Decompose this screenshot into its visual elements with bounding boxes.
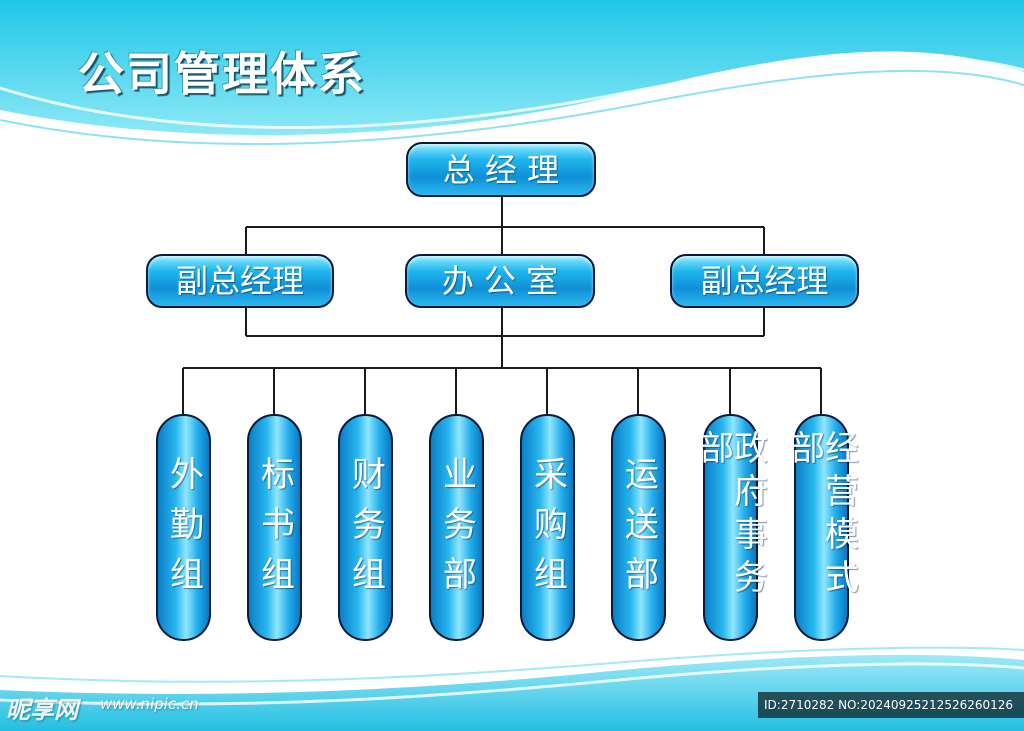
dept-node-1-label: 外勤组 bbox=[163, 456, 204, 606]
node-office: 办 公 室 bbox=[405, 254, 595, 308]
dept-node-2: 标书组 bbox=[247, 414, 302, 641]
dept-node-8-label: 经营模式部 bbox=[784, 430, 859, 602]
dept-node-2-label: 标书组 bbox=[254, 456, 295, 606]
node-office-label: 办 公 室 bbox=[441, 262, 559, 300]
node-deputy-manager-right-label: 副总经理 bbox=[700, 262, 829, 300]
node-deputy-manager-right: 副总经理 bbox=[670, 254, 859, 308]
dept-node-6-label: 运送部 bbox=[618, 456, 659, 606]
node-general-manager: 总 经 理 bbox=[406, 142, 596, 197]
dept-node-7: 政府事务部 bbox=[694, 414, 768, 641]
dept-node-4-label: 业务部 bbox=[436, 456, 477, 606]
node-general-manager-label: 总 经 理 bbox=[442, 150, 560, 189]
dept-node-8: 经营模式部 bbox=[785, 414, 859, 641]
dept-node-1: 外勤组 bbox=[156, 414, 211, 641]
node-deputy-manager-left: 副总经理 bbox=[146, 254, 334, 308]
node-deputy-manager-left-label: 副总经理 bbox=[175, 262, 304, 300]
dept-node-5-label: 采购组 bbox=[527, 456, 568, 606]
dept-node-5: 采购组 bbox=[520, 414, 575, 641]
dept-node-6: 运送部 bbox=[611, 414, 666, 641]
dept-node-3: 财务组 bbox=[338, 414, 393, 641]
page-title: 公司管理体系 bbox=[78, 47, 366, 101]
dept-node-3-label: 财务组 bbox=[345, 456, 386, 606]
dept-node-4: 业务部 bbox=[429, 414, 484, 641]
dept-node-7-label: 政府事务部 bbox=[693, 430, 768, 602]
connector-lines bbox=[182, 197, 822, 414]
watermark-url: www.nipic.cn bbox=[100, 695, 199, 713]
image-id-bar: ID:2710282 NO:20240925212526260126 bbox=[758, 692, 1024, 718]
watermark-logo: 昵享网 bbox=[6, 695, 78, 724]
